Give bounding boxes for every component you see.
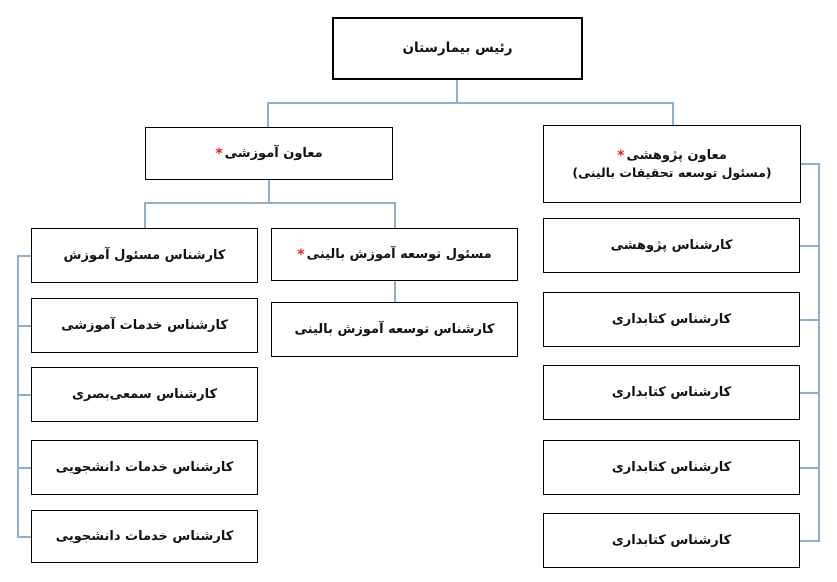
connector: [17, 394, 32, 396]
org-box-library-expert-1: کارشناس کتابداری: [543, 292, 800, 347]
connector: [17, 255, 19, 538]
connector: [818, 163, 820, 542]
org-box-research-deputy: معاون پژوهشی* (مسئول توسعه تحقیقات بالین…: [543, 125, 801, 203]
org-box-label: مسئول توسعه آموزش بالینی: [306, 247, 492, 263]
org-box-educational-services-expert: کارشناس خدمات آموزشی: [31, 298, 258, 353]
org-box-label: معاون پژوهشی: [626, 148, 727, 164]
org-box-label: کارشناس مسئول آموزش: [63, 247, 226, 263]
org-box-label: کارشناس خدمات دانشجویی: [55, 459, 234, 475]
org-box-label: کارشناس سمعی‌بصری: [71, 386, 218, 402]
org-box-library-expert-3: کارشناس کتابداری: [543, 440, 800, 495]
connector: [267, 102, 269, 128]
org-box-label: کارشناس خدمات دانشجویی: [55, 528, 234, 544]
org-box-label: کارشناس توسعه آموزش بالینی: [294, 321, 495, 337]
connector: [800, 540, 820, 542]
connector: [144, 202, 396, 204]
org-box-clinical-education-development-expert: کارشناس توسعه آموزش بالینی: [271, 302, 518, 357]
org-box-label: رئیس بیمارستان: [402, 40, 513, 57]
org-box-education-responsible-expert: کارشناس مسئول آموزش: [31, 228, 258, 283]
org-box-hospital-director: رئیس بیمارستان: [332, 17, 583, 80]
org-box-label: کارشناس خدمات آموزشی: [61, 317, 228, 333]
connector: [17, 255, 32, 257]
connector: [17, 467, 32, 469]
org-box-label-line: معاون آموزشی*: [215, 144, 322, 163]
connector: [456, 80, 458, 103]
connector: [268, 180, 270, 203]
connector: [800, 245, 820, 247]
connector: [800, 392, 820, 394]
org-box-label: کارشناس کتابداری: [611, 532, 732, 548]
org-box-label-line: مسئول توسعه آموزش بالینی*: [297, 245, 491, 264]
org-box-educational-deputy: معاون آموزشی*: [145, 127, 393, 180]
connector: [672, 102, 674, 126]
org-box-label: معاون آموزشی: [224, 146, 323, 162]
org-box-research-expert: کارشناس پژوهشی: [543, 218, 800, 273]
footnote-asterisk: *: [617, 148, 625, 165]
org-box-library-expert-4: کارشناس کتابداری: [543, 513, 800, 568]
org-box-clinical-education-development-head: مسئول توسعه آموزش بالینی*: [271, 228, 518, 281]
connector: [801, 163, 820, 165]
footnote-asterisk: *: [297, 247, 305, 264]
org-box-sublabel: (مسئول توسعه تحقیقات بالینی): [572, 165, 772, 180]
org-box-library-expert-2: کارشناس کتابداری: [543, 365, 800, 420]
org-box-label: کارشناس کتابداری: [611, 311, 732, 327]
org-box-label: کارشناس کتابداری: [611, 384, 732, 400]
org-box-student-services-expert-2: کارشناس خدمات دانشجویی: [31, 510, 258, 563]
org-box-label: کارشناس کتابداری: [611, 459, 732, 475]
connector: [17, 536, 32, 538]
connector: [17, 325, 32, 327]
org-box-label: کارشناس پژوهشی: [610, 237, 733, 253]
org-box-student-services-expert-1: کارشناس خدمات دانشجویی: [31, 440, 258, 495]
connector: [144, 202, 146, 229]
connector: [394, 202, 396, 229]
connector: [800, 467, 820, 469]
org-box-label-line: معاون پژوهشی*: [617, 146, 727, 165]
footnote-asterisk: *: [215, 146, 223, 163]
org-box-audiovisual-expert: کارشناس سمعی‌بصری: [31, 367, 258, 422]
connector: [267, 102, 674, 104]
connector: [394, 281, 396, 302]
connector: [800, 319, 820, 321]
